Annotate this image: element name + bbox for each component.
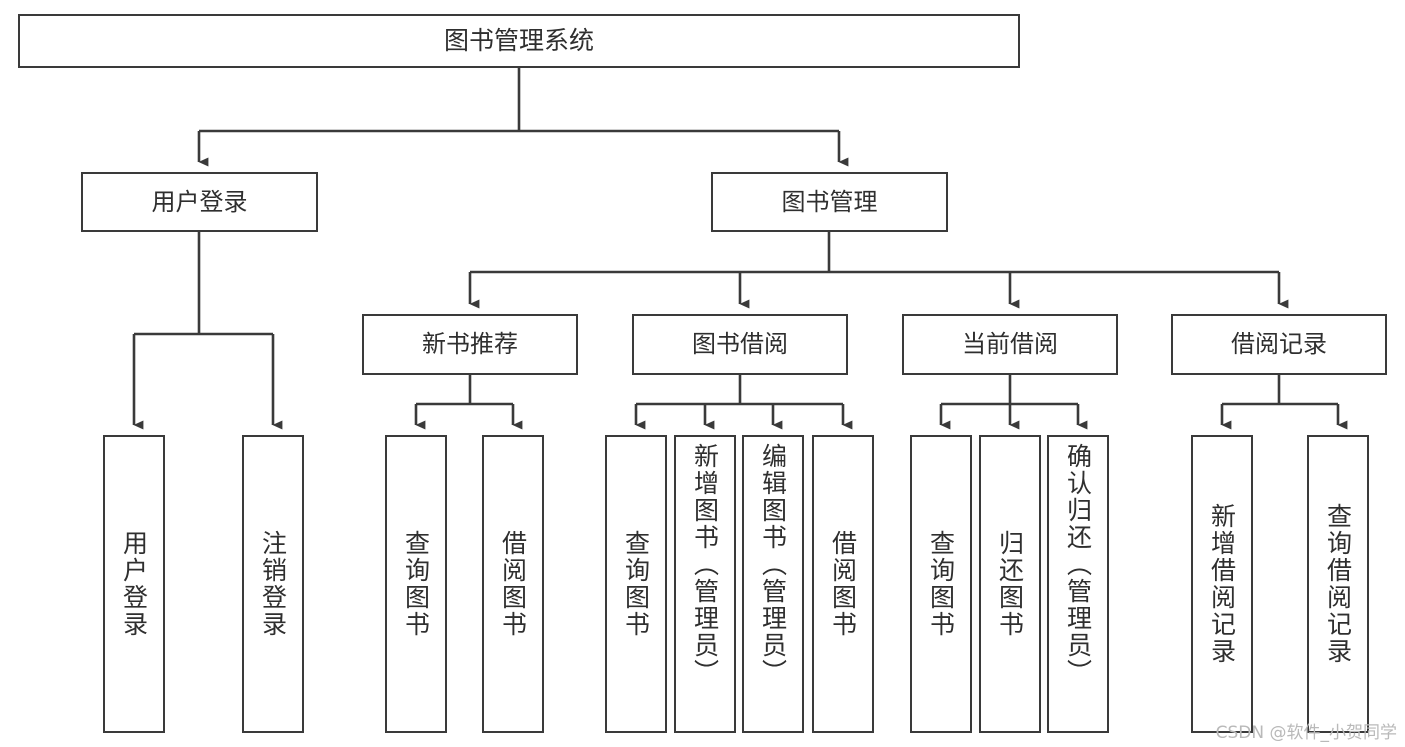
leaf-add-book-admin[interactable]: 新增图书（管理员）	[674, 435, 736, 733]
node-user-login[interactable]: 用户登录	[81, 172, 318, 232]
node-label: 编辑图书（管理员）	[758, 443, 788, 686]
leaf-edit-book-admin[interactable]: 编辑图书（管理员）	[742, 435, 804, 733]
leaf-return-book[interactable]: 归还图书	[979, 435, 1041, 733]
leaf-add-borrow-record[interactable]: 新增借阅记录	[1191, 435, 1253, 733]
node-label: 新书推荐	[422, 330, 518, 359]
node-label: 借阅记录	[1231, 330, 1327, 359]
node-label: 借阅图书	[828, 530, 858, 638]
node-label: 用户登录	[119, 530, 149, 638]
node-label: 归还图书	[995, 530, 1025, 638]
leaf-borrow-book[interactable]: 借阅图书	[812, 435, 874, 733]
leaf-user-login[interactable]: 用户登录	[103, 435, 165, 733]
node-label: 查询图书	[401, 530, 431, 638]
node-label: 当前借阅	[962, 330, 1058, 359]
node-new-book-recommend[interactable]: 新书推荐	[362, 314, 578, 375]
leaf-logout[interactable]: 注销登录	[242, 435, 304, 733]
node-label: 查询图书	[621, 530, 651, 638]
node-label: 用户登录	[151, 187, 248, 216]
node-label: 注销登录	[258, 530, 288, 638]
node-label: 借阅图书	[498, 530, 528, 638]
leaf-borrow-book-newbook[interactable]: 借阅图书	[482, 435, 544, 733]
leaf-query-borrow-record[interactable]: 查询借阅记录	[1307, 435, 1369, 733]
node-label: 图书借阅	[692, 330, 788, 359]
watermark-text: CSDN @软件_小贺同学	[1215, 723, 1397, 743]
node-book-borrow[interactable]: 图书借阅	[632, 314, 848, 375]
leaf-confirm-return-admin[interactable]: 确认归还（管理员）	[1047, 435, 1109, 733]
node-root-system[interactable]: 图书管理系统	[18, 14, 1020, 68]
node-label: 图书管理系统	[443, 26, 594, 56]
node-label: 查询借阅记录	[1323, 503, 1353, 665]
node-label: 查询图书	[926, 530, 956, 638]
node-borrow-record[interactable]: 借阅记录	[1171, 314, 1387, 375]
node-label: 确认归还（管理员）	[1063, 443, 1093, 686]
leaf-query-book-current[interactable]: 查询图书	[910, 435, 972, 733]
node-label: 新增图书（管理员）	[690, 443, 720, 686]
node-current-borrow[interactable]: 当前借阅	[902, 314, 1118, 375]
leaf-query-book-newbook[interactable]: 查询图书	[385, 435, 447, 733]
node-book-management[interactable]: 图书管理	[711, 172, 948, 232]
leaf-query-book-borrow[interactable]: 查询图书	[605, 435, 667, 733]
node-label: 新增借阅记录	[1207, 503, 1237, 665]
node-label: 图书管理	[781, 187, 878, 216]
